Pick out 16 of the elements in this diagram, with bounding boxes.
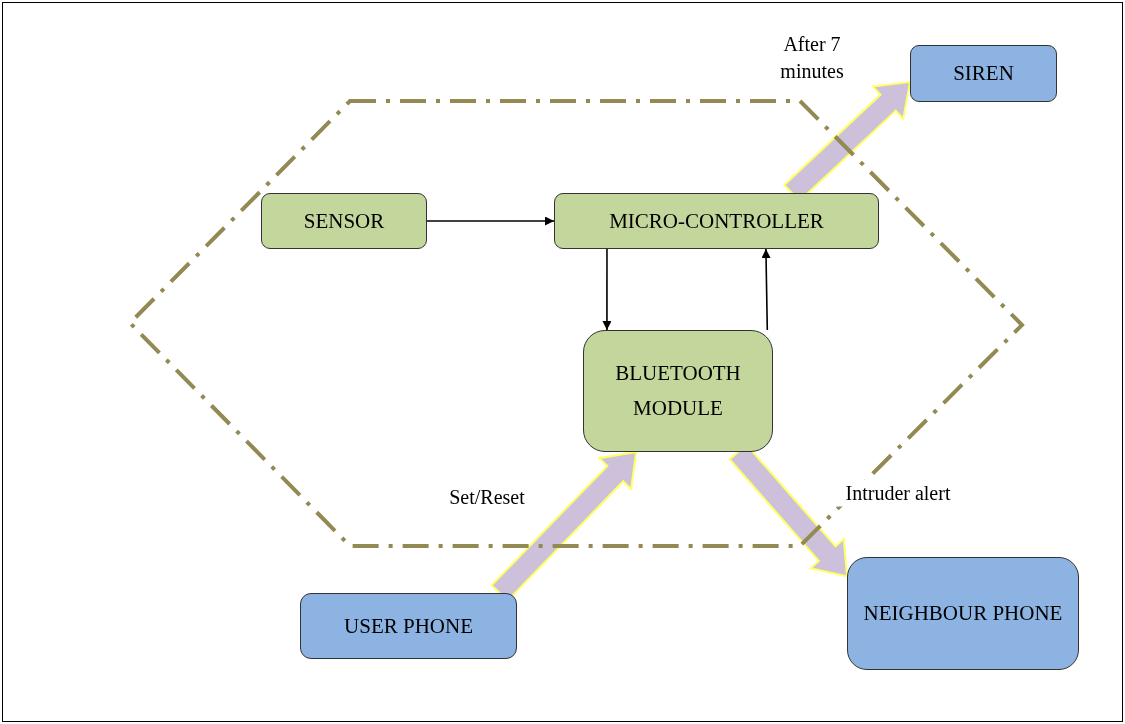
node-label: USER PHONE: [344, 612, 473, 640]
node-label: BLUETOOTH MODULE: [614, 360, 742, 422]
dash-dot-hexagon: [130, 101, 1022, 546]
arrow: [761, 248, 771, 331]
node-label: SIREN: [953, 60, 1014, 88]
node-label: SENSOR: [303, 207, 385, 235]
block-box: [583, 330, 773, 452]
node-label: NEIGHBOUR PHONE: [863, 600, 1063, 628]
arrow: [602, 248, 612, 331]
node-label: MICRO-CONTROLLER: [609, 207, 824, 235]
block-box: [554, 193, 879, 249]
block-box: [847, 557, 1079, 670]
block-box: [261, 193, 427, 249]
block-box: [300, 593, 517, 659]
block-box: [910, 45, 1057, 102]
arrow: [426, 216, 555, 226]
